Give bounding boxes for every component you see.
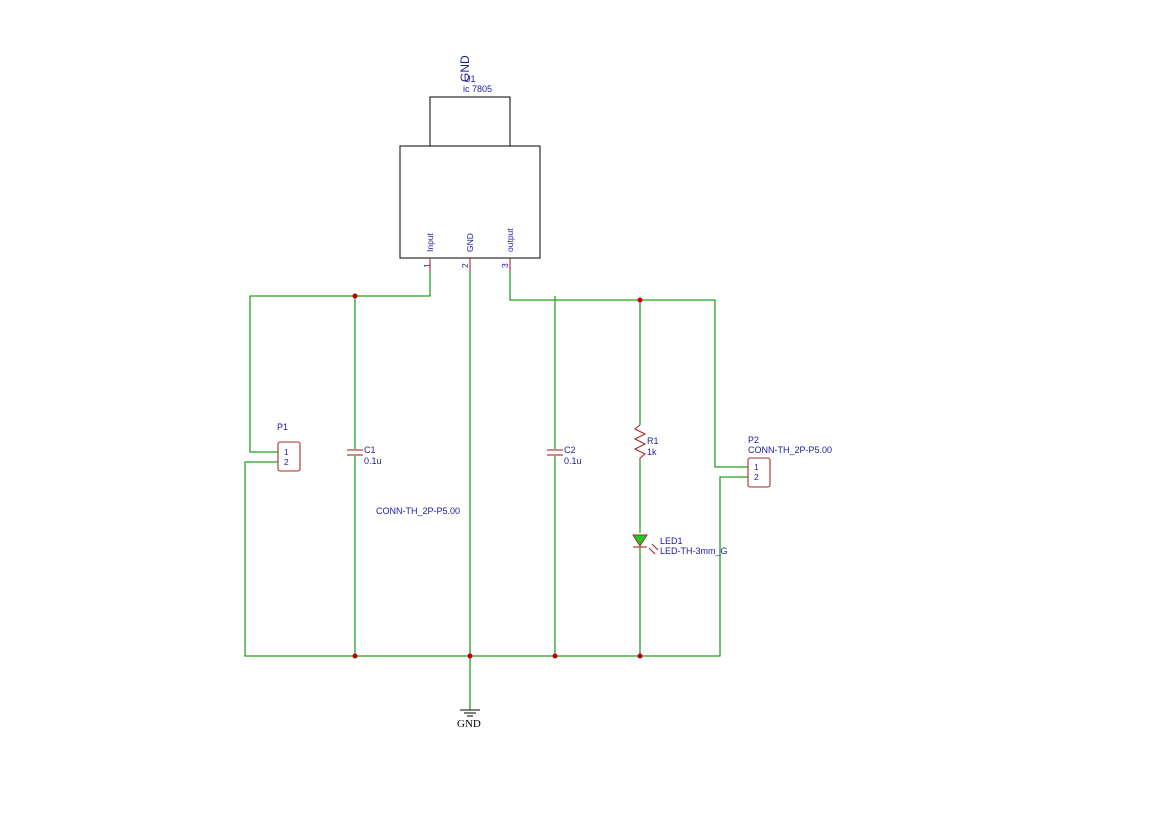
floating-connector-label: CONN-TH_2P-P5.00 <box>376 506 460 516</box>
regulator-top-label: GND <box>458 55 472 82</box>
pin-name-gnd: GND <box>465 233 475 252</box>
p2-designator: P2 <box>748 435 759 445</box>
connector-p1-body <box>277 441 301 472</box>
led1-designator: LED1 <box>660 536 683 546</box>
p2-pin2: 2 <box>754 472 759 482</box>
r1-designator: R1 <box>647 436 659 446</box>
wire-output <box>509 272 748 468</box>
wires <box>244 272 748 710</box>
led-arrow-1 <box>648 547 656 555</box>
junction-dot <box>552 653 558 659</box>
junction-dot <box>467 653 473 659</box>
resistor-r1[interactable] <box>633 424 647 461</box>
junction-dot <box>637 297 643 303</box>
c2-designator: C2 <box>564 445 576 455</box>
connector-p1[interactable] <box>277 441 301 472</box>
connector-p2[interactable] <box>747 457 771 488</box>
r1-value: 1k <box>647 447 657 457</box>
capacitor-c1[interactable] <box>347 449 363 456</box>
c1-value: 0.1u <box>364 456 382 466</box>
c2-value: 0.1u <box>564 456 582 466</box>
pin-name-input: Input <box>425 232 435 252</box>
regulator-tab <box>429 96 511 147</box>
p1-pin1: 1 <box>284 447 289 457</box>
regulator-designator: U1 <box>464 74 476 84</box>
p1-designator: P1 <box>277 422 288 432</box>
pin-number-1: 1 <box>422 263 432 268</box>
led-arrow-2 <box>651 543 659 551</box>
junction-dot <box>352 293 358 299</box>
gnd-symbol-label: GND <box>457 718 481 730</box>
r1-zigzag <box>633 424 647 461</box>
led-led1[interactable] <box>632 534 659 555</box>
junction-dot <box>352 653 358 659</box>
regulator-value: ic 7805 <box>463 84 492 94</box>
ground-symbol[interactable] <box>460 709 480 717</box>
junction-dot <box>637 653 643 659</box>
p2-pin1: 1 <box>754 462 759 472</box>
wire-p1-pin2 <box>244 461 748 657</box>
capacitor-c2[interactable] <box>547 449 563 456</box>
junctions <box>352 293 643 659</box>
p2-value: CONN-TH_2P-P5.00 <box>748 445 832 455</box>
c1-designator: C1 <box>364 445 376 455</box>
led1-value: LED-TH-3mm_G <box>660 546 728 556</box>
led-triangle <box>632 534 648 547</box>
connector-p2-body <box>747 457 771 488</box>
pin-number-3: 3 <box>500 263 510 268</box>
pin-name-output: output <box>505 228 515 252</box>
p1-pin2: 2 <box>284 457 289 467</box>
wire-input-top <box>249 272 431 453</box>
pin-number-2: 2 <box>460 263 470 268</box>
